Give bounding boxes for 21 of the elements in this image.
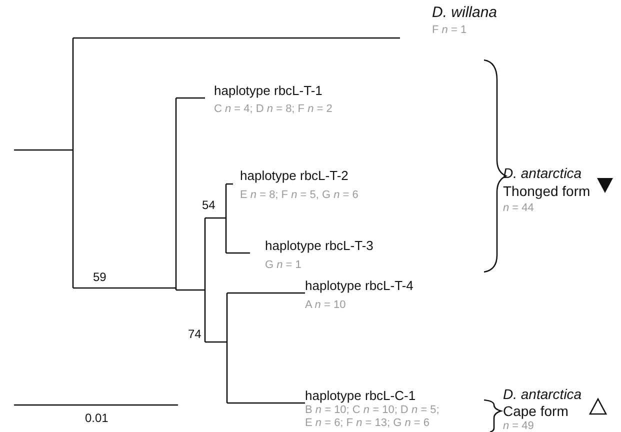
haplotype-label: haplotype rbcL-C-1	[305, 389, 416, 404]
sample-count: F n = 1	[432, 24, 467, 37]
form-label: Cape form	[503, 403, 568, 420]
sample-count: n = 44	[503, 202, 534, 215]
sample-count: B n = 10; C n = 10; D n = 5; E n = 6; F n = 13; G n = 6	[305, 404, 440, 430]
bootstrap-value: 54	[202, 199, 216, 213]
sample-count: n = 49	[503, 420, 534, 432]
sample-count: A n = 10	[305, 299, 346, 312]
bootstrap-value: 74	[188, 328, 202, 342]
scale-value: 0.01	[85, 412, 108, 426]
form-label: Thonged form	[503, 183, 590, 200]
bootstrap-value: 59	[93, 271, 106, 285]
haplotype-label: haplotype rbcL-T-2	[240, 169, 348, 184]
sample-count: E n = 8; F n = 5, G n = 6	[240, 189, 358, 202]
species-label: D. willana	[432, 4, 498, 22]
species-label: D. antarctica	[503, 386, 582, 402]
haplotype-label: haplotype rbcL-T-4	[305, 279, 414, 294]
haplotype-label: haplotype rbcL-T-1	[214, 84, 322, 99]
haplotype-label: haplotype rbcL-T-3	[265, 239, 374, 254]
sample-count: G n = 1	[265, 259, 302, 272]
sample-count: C n = 4; D n = 8; F n = 2	[214, 103, 332, 116]
